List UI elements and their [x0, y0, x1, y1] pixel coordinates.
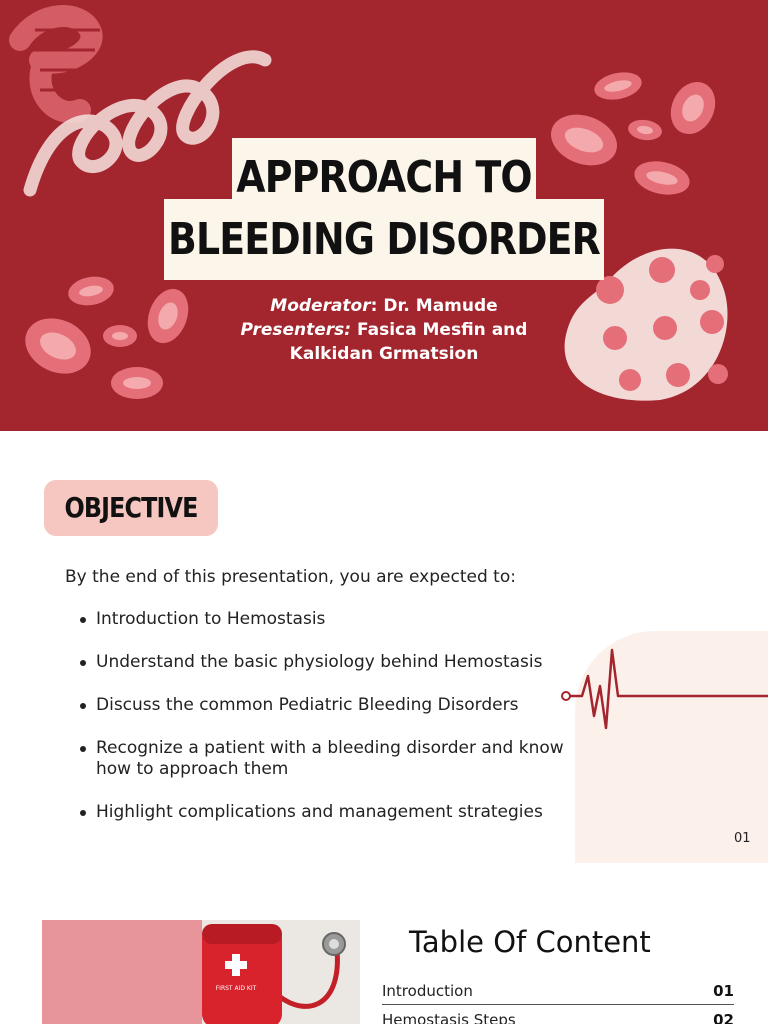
- presenters-label: Presenters:: [240, 320, 352, 340]
- first-aid-kit-icon: FIRST AID KIT: [202, 924, 346, 1024]
- objective-intro: By the end of this presentation, you are…: [65, 567, 516, 587]
- toc-row: Introduction 01: [382, 977, 734, 1005]
- presenters-line-2: Kalkidan Grmatsion: [289, 344, 479, 364]
- list-item: Highlight complications and management s…: [80, 802, 576, 823]
- chain-cell-icon: [9, 5, 103, 123]
- presenters-names: Fasica Mesfin and: [351, 320, 528, 340]
- toc-row-label: Introduction: [382, 982, 473, 1000]
- list-item: Introduction to Hemostasis: [80, 609, 576, 630]
- presenters-line: Presenters: Fasica Mesfin and: [0, 320, 768, 340]
- toc-row: Hemostasis Steps 02: [382, 1006, 734, 1024]
- heartbeat-line-icon: [561, 648, 768, 730]
- objective-slide: OBJECTIVE By the end of this presentatio…: [0, 431, 768, 863]
- toc-row-label: Hemostasis Steps: [382, 1011, 516, 1024]
- moderator-name: : Dr. Mamude: [370, 296, 498, 316]
- toc-slide: FIRST AID KIT Table Of Content Introduct…: [0, 863, 768, 1024]
- title-highlight-top: [232, 138, 536, 200]
- objective-list: Introduction to Hemostasis Understand th…: [80, 609, 576, 845]
- blood-cell-illustrations: [9, 5, 728, 401]
- svg-text:FIRST AID KIT: FIRST AID KIT: [216, 985, 257, 992]
- title-line-1: APPROACH TO: [236, 152, 532, 203]
- toc-heading: Table Of Content: [409, 925, 651, 959]
- page-number: 01: [734, 831, 751, 846]
- toc-row-number: 02: [713, 1011, 734, 1024]
- list-item: Understand the basic physiology behind H…: [80, 652, 576, 673]
- objective-heading: OBJECTIVE: [64, 491, 198, 524]
- list-item: Recognize a patient with a bleeding diso…: [80, 738, 576, 780]
- moderator-label: Moderator: [270, 296, 371, 316]
- toc-row-number: 01: [713, 982, 734, 1000]
- moderator-line: Moderator: Dr. Mamude: [0, 296, 768, 316]
- title-slide: APPROACH TO BLEEDING DISORDER Moderator:…: [0, 0, 768, 431]
- first-aid-photo: FIRST AID KIT: [42, 920, 360, 1024]
- list-item: Discuss the common Pediatric Bleeding Di…: [80, 695, 576, 716]
- title-highlight-bottom: [164, 199, 604, 280]
- objective-pill: [44, 480, 218, 536]
- title-line-2: BLEEDING DISORDER: [168, 214, 601, 265]
- squiggle-icon: [23, 50, 272, 197]
- spotted-cell-icon: [564, 248, 728, 401]
- background-blush-shape: [575, 631, 768, 863]
